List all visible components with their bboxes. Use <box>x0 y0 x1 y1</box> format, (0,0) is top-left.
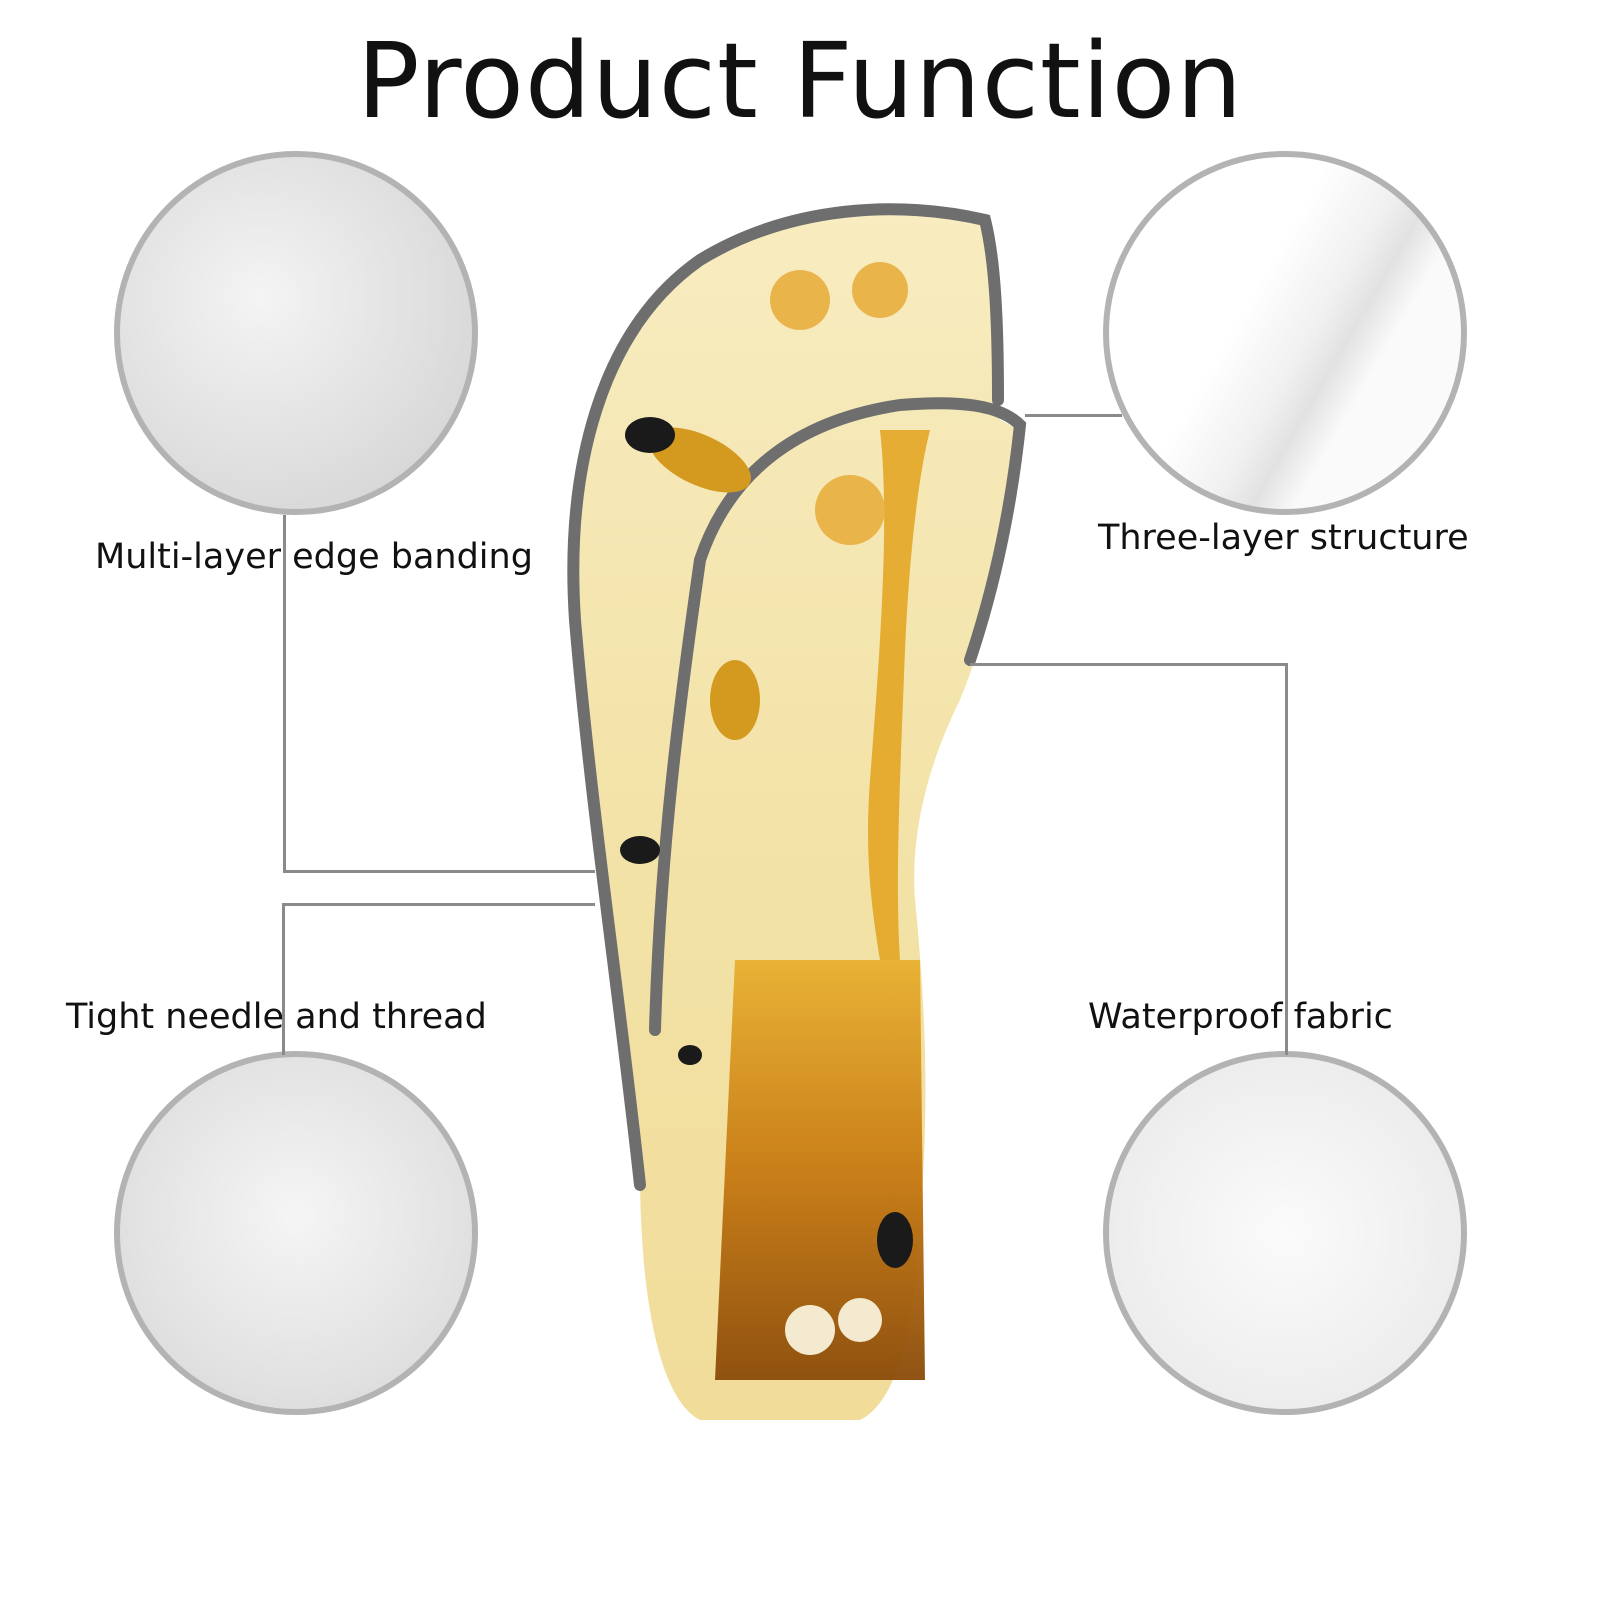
feature-label-edge-banding: Multi-layer edge banding <box>95 537 533 577</box>
detail-circle-needle-thread <box>114 1051 478 1415</box>
connector-three-layer <box>1025 414 1122 417</box>
connector-edge-banding-horizontal <box>283 870 595 873</box>
flower-icons <box>770 262 908 1355</box>
detail-circle-edge-banding <box>114 151 478 515</box>
page-title: Product Function <box>356 20 1244 142</box>
connector-needle-thread-horizontal <box>282 903 595 906</box>
feature-label-three-layer: Three-layer structure <box>1098 518 1469 558</box>
detail-circle-waterproof <box>1103 1051 1467 1415</box>
connector-edge-banding-vertical <box>283 515 286 873</box>
outer-trim <box>567 203 1004 1191</box>
inner-trim <box>649 397 1027 1036</box>
honey-jar <box>715 960 925 1380</box>
honey-drip <box>868 430 930 960</box>
feature-label-needle-thread: Tight needle and thread <box>66 997 487 1037</box>
connector-needle-thread-vertical <box>282 903 285 1055</box>
bee-icons <box>620 417 913 1268</box>
feature-label-waterproof: Waterproof fabric <box>1088 997 1393 1037</box>
detail-circle-three-layer <box>1103 151 1467 515</box>
connector-waterproof-vertical <box>1285 663 1288 1055</box>
connector-waterproof-horizontal <box>970 663 1288 666</box>
